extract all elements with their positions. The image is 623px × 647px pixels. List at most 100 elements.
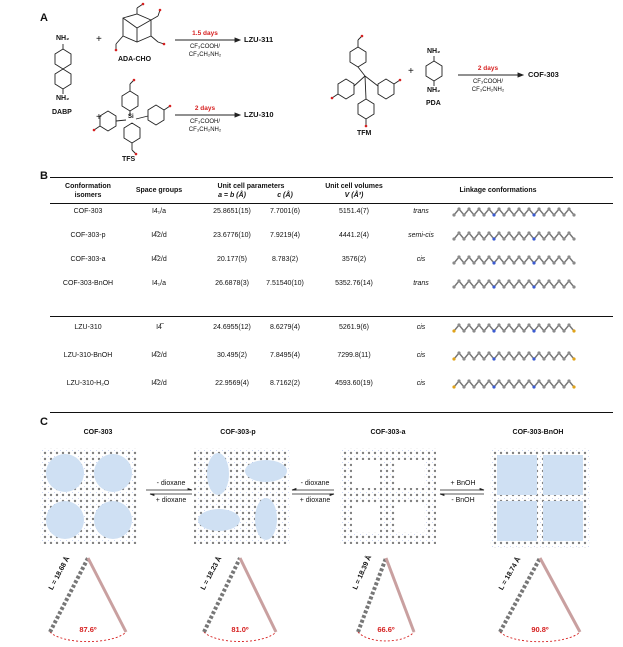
reaction-3-time: 2 days	[477, 65, 499, 72]
structure-2-name: COF-303-p	[220, 429, 256, 436]
cell-conf: semi-cis	[408, 232, 434, 239]
cell-a: 24.6955(12)	[213, 324, 251, 331]
reaction-3-cond: CF₃COOH/CF₃CH₂NH₂	[471, 79, 505, 93]
cell-space: I4₁/a	[151, 208, 167, 215]
reaction-2-product: LZU-310	[244, 110, 274, 119]
reaction-1-product: LZU-311	[244, 35, 274, 44]
angle-3: 66.6º	[377, 625, 395, 634]
dabp-label: DABP	[52, 109, 72, 116]
panel-a-label: A	[40, 12, 48, 24]
cell-name: COF-303-p	[70, 232, 106, 239]
cell-a: 30.495(2)	[217, 352, 247, 359]
cell-conf: trans	[413, 208, 429, 215]
cell-v: 5261.9(6)	[339, 324, 369, 331]
si-label: Si	[128, 114, 134, 120]
cell-space: I4̅2/d	[151, 232, 167, 239]
cell-c: 7.51540(10)	[266, 280, 304, 287]
structure-4-name: COF-303-BnOH	[512, 429, 564, 436]
framework-cof-303-a	[340, 448, 436, 544]
structure-1-name: COF-303	[83, 429, 113, 436]
arrow-2-top: - dioxane	[300, 480, 330, 487]
cell-space: I4̅2/d	[151, 352, 167, 359]
cell-v: 5352.76(14)	[335, 280, 373, 287]
cell-v: 5151.4(7)	[339, 208, 369, 215]
header-linkage: Linkage conformations	[459, 187, 537, 194]
cell-conf: cis	[416, 324, 426, 331]
panel-a-structures	[54, 2, 525, 156]
cell-a: 25.8651(15)	[213, 208, 251, 215]
plus-3: +	[408, 66, 414, 77]
cell-c: 7.9219(4)	[270, 232, 300, 239]
pda-nh2-bottom: NH₂	[427, 87, 441, 94]
plus-1: +	[96, 34, 102, 45]
panel-c-figures	[40, 448, 590, 643]
table-bottom-rule	[50, 412, 613, 413]
cell-a: 23.6776(10)	[213, 232, 251, 239]
angle-1: 87.6º	[79, 625, 97, 634]
cell-name: LZU-310-H₂O	[66, 380, 110, 387]
linker-angles	[48, 557, 582, 643]
angle-4: 90.8º	[531, 625, 549, 634]
cell-c: 8.7162(2)	[270, 380, 300, 387]
cell-c: 8.783(2)	[271, 256, 299, 263]
cell-conf: cis	[416, 256, 426, 263]
linkage-molecule	[452, 351, 576, 361]
cell-space: I4̅2/d	[151, 256, 167, 263]
linkage-molecule	[452, 279, 576, 289]
table-mid-rule	[50, 316, 613, 317]
panel-c-label: C	[40, 416, 48, 428]
cell-c: 7.8495(4)	[270, 352, 300, 359]
cell-conf: cis	[416, 352, 426, 359]
table-header-rule	[50, 203, 613, 204]
reaction-3-product: COF-303	[528, 70, 559, 79]
structure-3-name: COF-303-a	[370, 429, 406, 436]
header-space-groups: Space groups	[135, 187, 183, 194]
table-top-rule	[50, 177, 613, 178]
reaction-2-time: 2 days	[194, 105, 216, 112]
framework-cof-303-p	[194, 448, 290, 544]
cell-c: 7.7001(6)	[270, 208, 300, 215]
arrow-1-bottom: + dioxane	[155, 497, 187, 504]
pda-nh2-top: NH₂	[427, 48, 441, 55]
header-unit-cell: Unit cell parameters	[217, 183, 285, 190]
cell-name: COF-303-a	[70, 256, 106, 263]
arrow-2-bottom: + dioxane	[299, 497, 331, 504]
dabp-nh2-top: NH₂	[56, 35, 70, 42]
header-a-b: a = b (Å)	[218, 192, 246, 199]
cell-conf: cis	[416, 380, 426, 387]
cell-v: 4593.60(19)	[335, 380, 373, 387]
linkage-molecule	[452, 323, 576, 333]
cell-a: 22.9569(4)	[215, 380, 249, 387]
reaction-1-cond: CF₃COOH/CF₃CH₂NH₂	[188, 44, 222, 58]
cell-a: 26.6878(3)	[215, 280, 249, 287]
tfm-label: TFM	[357, 130, 372, 137]
cell-space: I4₁/a	[151, 280, 167, 287]
arrow-3-bottom: - BnOH	[451, 497, 475, 504]
plus-2: +	[96, 112, 102, 123]
cell-name: LZU-310-BnOH	[63, 352, 113, 359]
arrow-3-top: + BnOH	[450, 480, 476, 487]
cell-v: 7299.8(11)	[337, 352, 371, 359]
framework-cof-303-bnoh	[490, 448, 590, 548]
tfs-label: TFS	[122, 156, 136, 163]
cell-name: COF-303-BnOH	[62, 280, 114, 287]
cell-name: COF-303	[73, 208, 103, 215]
pda-label: PDA	[426, 100, 441, 107]
cell-conf: trans	[413, 280, 429, 287]
reaction-2-cond: CF₃COOH/CF₃CH₂NH₂	[188, 119, 222, 133]
cell-v: 4441.2(4)	[339, 232, 369, 239]
dabp-nh2-bottom: NH₂	[56, 95, 70, 102]
linkage-molecule	[452, 379, 576, 389]
cell-space: I4̅	[156, 324, 162, 331]
cell-v: 3576(2)	[341, 256, 367, 263]
linkage-molecule	[452, 231, 576, 241]
arrow-1-top: - dioxane	[156, 480, 186, 487]
panel-b-label: B	[40, 170, 48, 182]
linkage-molecule	[452, 255, 576, 265]
cell-space: I4̅2/d	[151, 380, 167, 387]
cell-name: LZU-310	[74, 324, 102, 331]
reaction-1-time: 1.5 days	[192, 30, 218, 37]
ada-cho-label: ADA-CHO	[118, 56, 152, 63]
